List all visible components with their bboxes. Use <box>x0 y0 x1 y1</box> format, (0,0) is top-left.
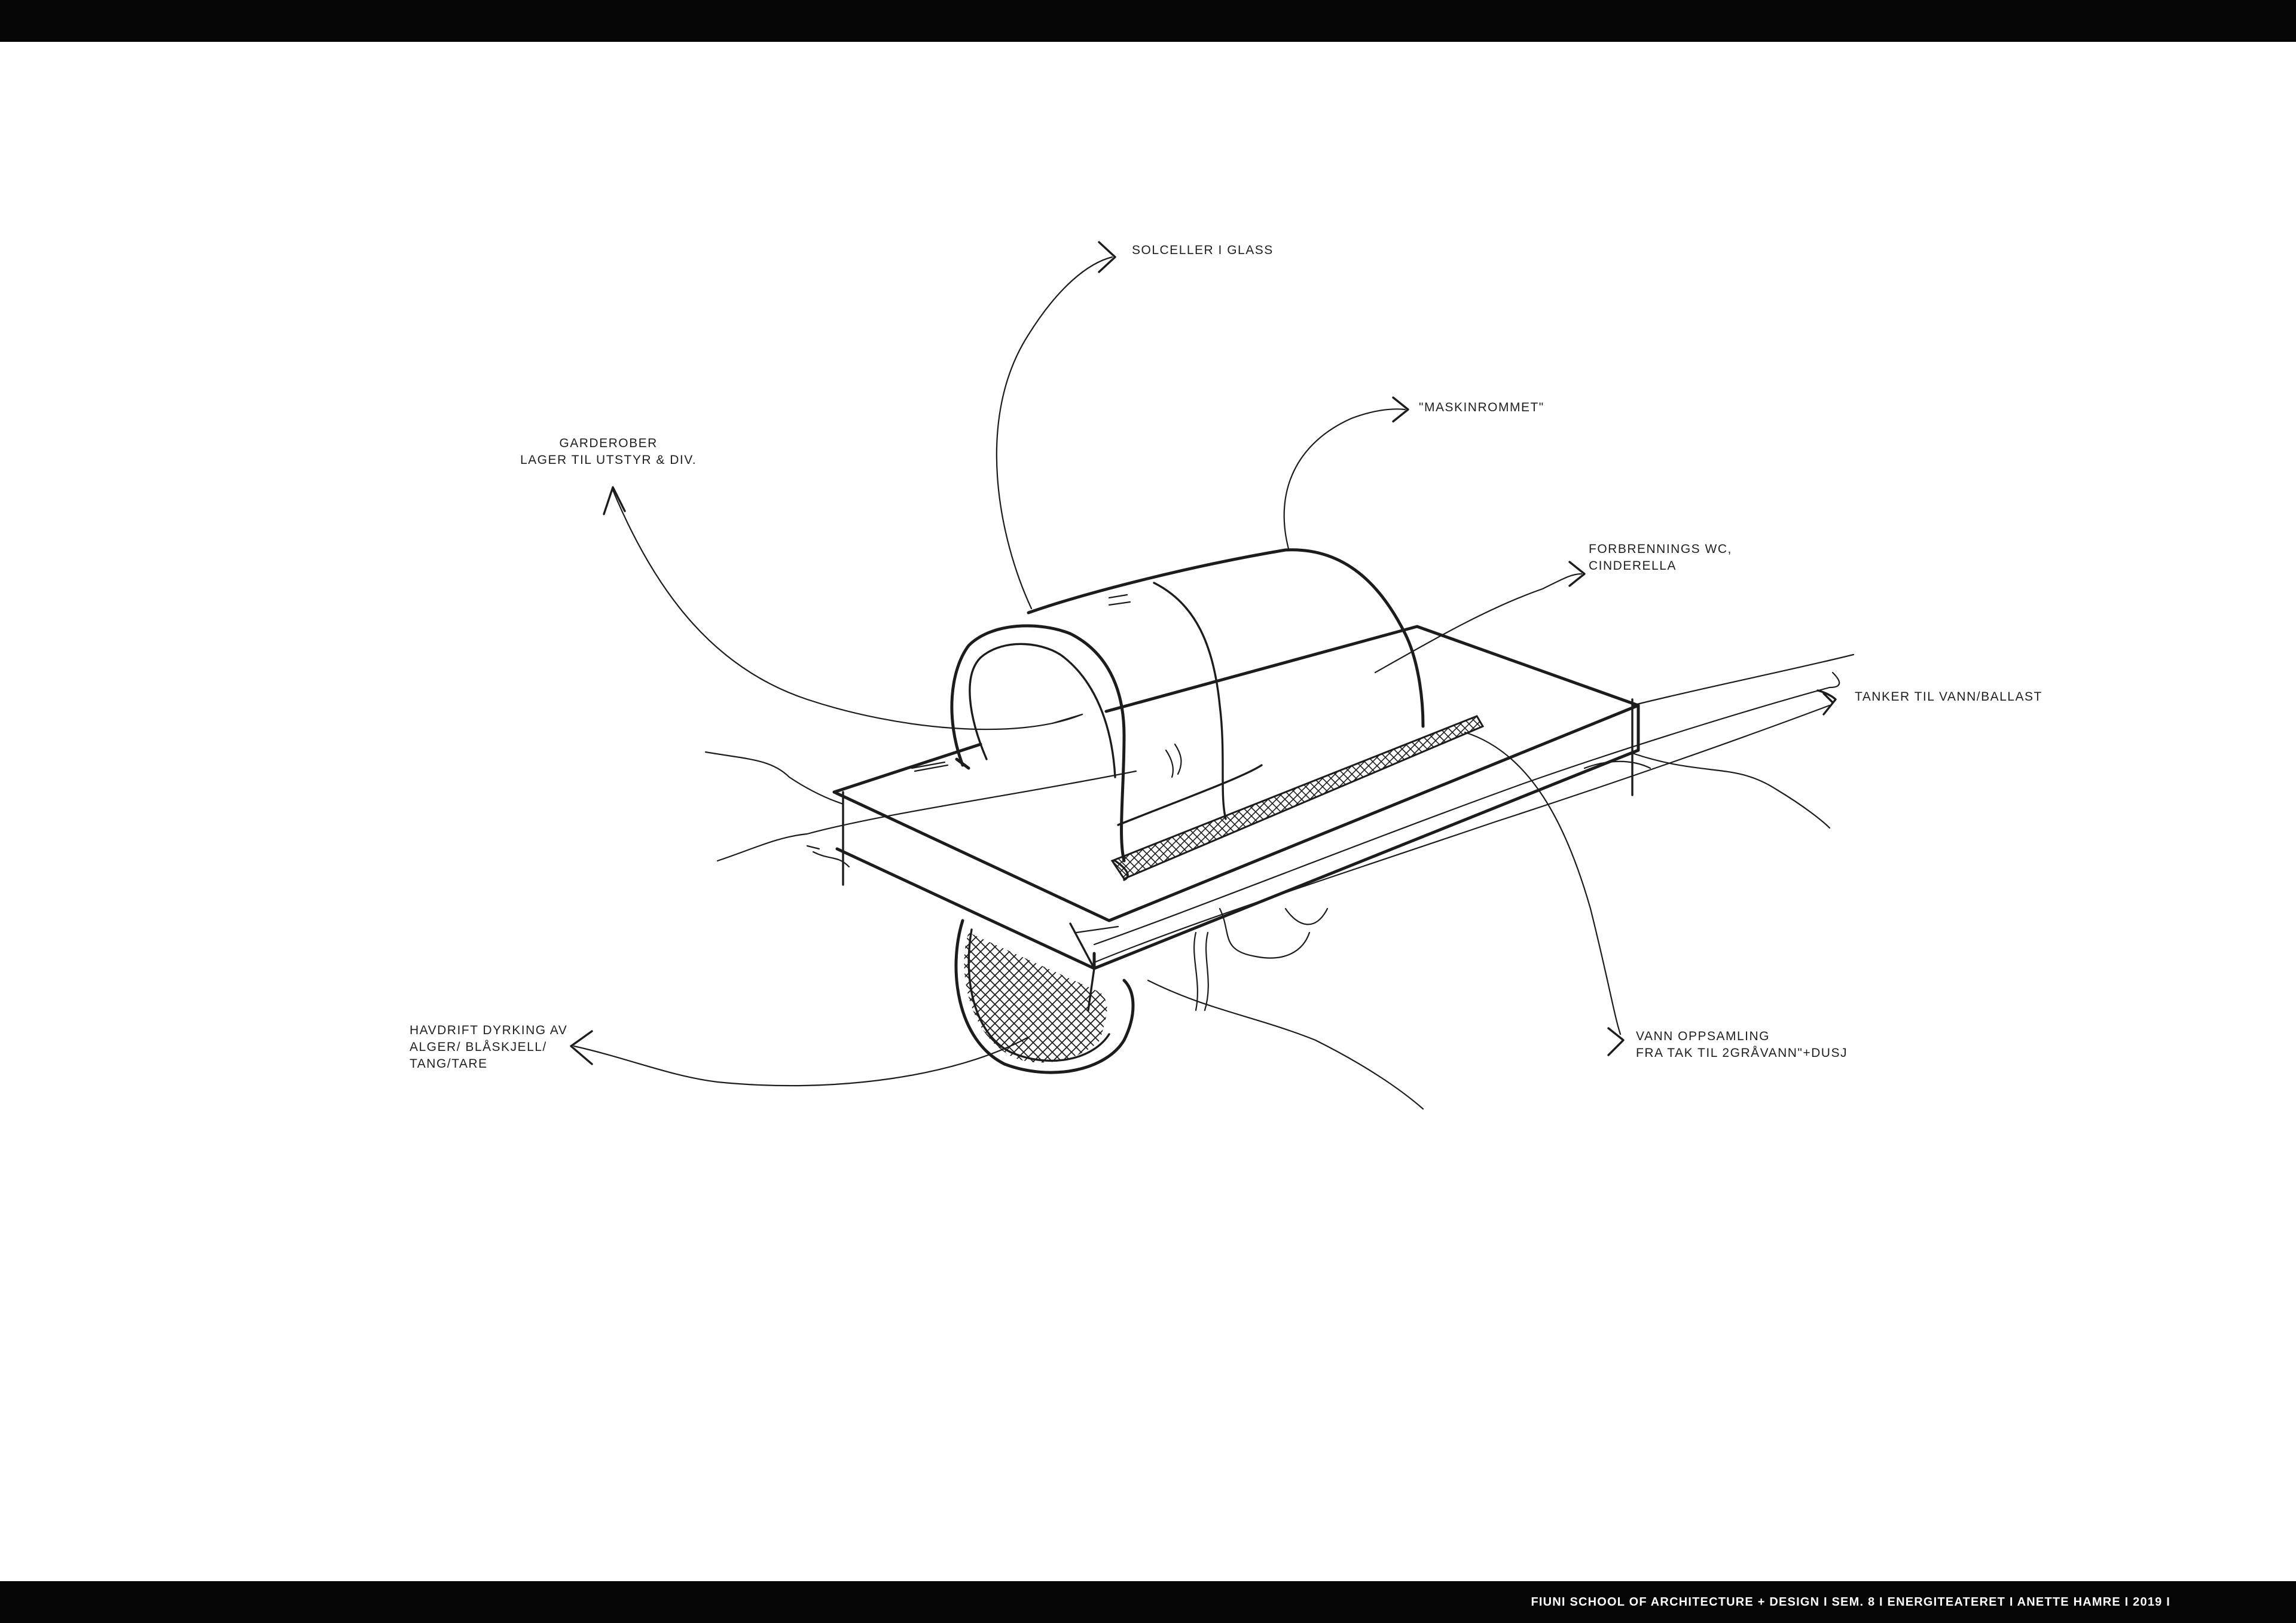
label-vann-oppsamling: VANN OPPSAMLING FRA TAK TIL 2GRÅVANN"+DU… <box>1636 1029 1848 1060</box>
bottom-border-bar <box>0 1581 2296 1623</box>
glass-vault <box>950 548 1425 863</box>
label-maskinrommet: "MASKINROMMET" <box>1419 401 1544 414</box>
label-solceller: SOLCELLER I GLASS <box>1132 243 1274 257</box>
water-lines <box>704 653 1855 1110</box>
deck-platform <box>832 625 1651 1011</box>
ballast-tank-line <box>1093 671 1840 964</box>
label-garderober: GARDEROBER LAGER TIL UTSTYR & DIV. <box>520 436 697 467</box>
algae-basket <box>954 907 1329 1074</box>
footer-credit: FIUNI SCHOOL OF ARCHITECTURE + DESIGN I … <box>1531 1596 2170 1609</box>
label-forbrennings-wc: FORBRENNINGS WC, CINDERELLA <box>1589 542 1732 573</box>
label-havdrift: HAVDRIFT DYRKING AV ALGER/ BLÅSKJELL/ TA… <box>410 1023 568 1071</box>
hatched-gutter <box>1110 715 1485 881</box>
top-border-bar <box>0 0 2296 42</box>
leader-lines <box>570 241 1837 1087</box>
label-tanker: TANKER TIL VANN/BALLAST <box>1855 690 2042 704</box>
